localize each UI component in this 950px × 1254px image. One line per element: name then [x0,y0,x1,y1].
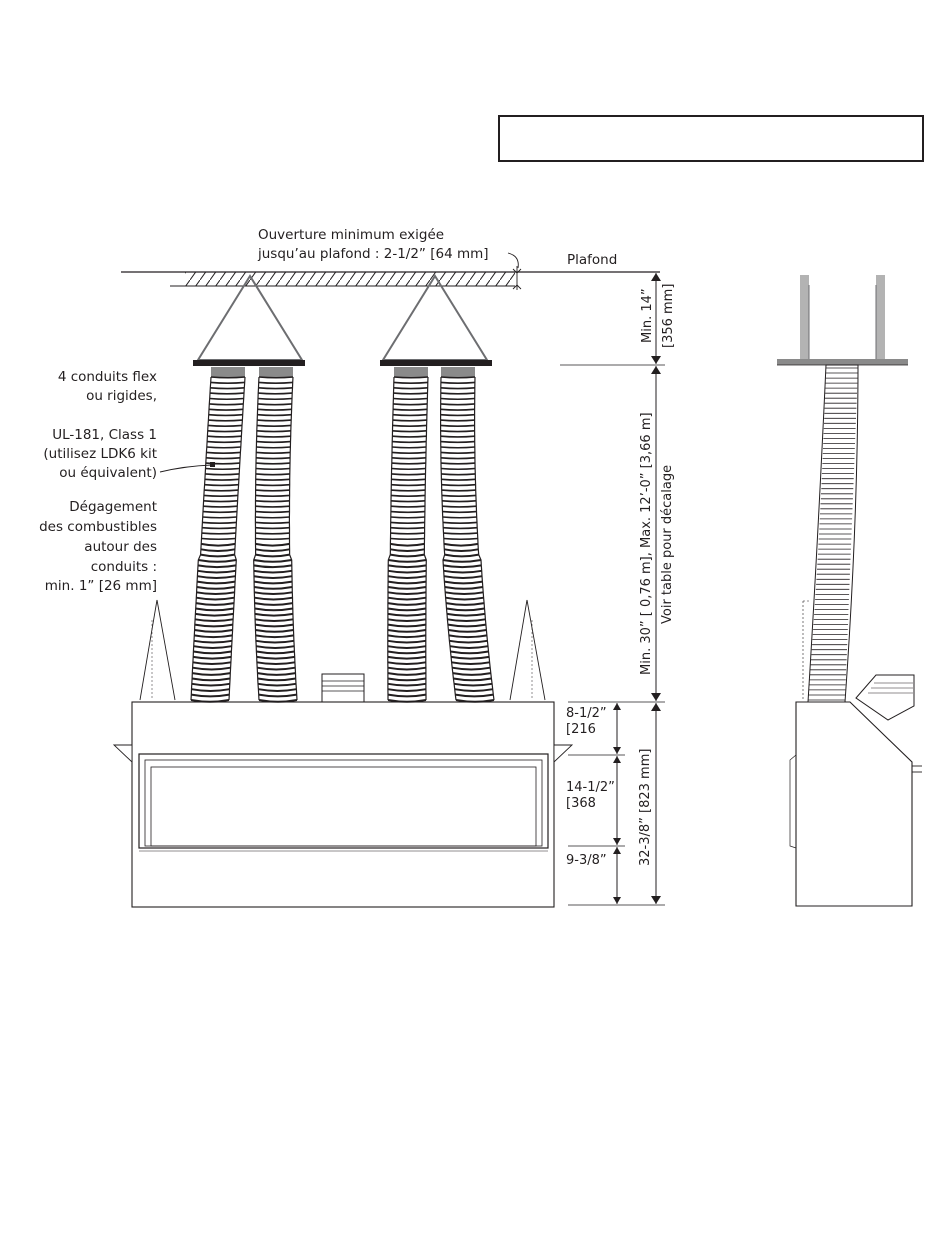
dim-duct-length-line2: Voir table pour décalage [660,465,675,624]
clearance-label-line2: des combustibles [39,519,157,535]
min-opening-label-line2: jusqu’au plafond : 2-1/2” [64 mm] [257,246,489,262]
ceiling [121,271,660,287]
fireplace-side-view [777,275,922,907]
side-cone-left [139,599,176,701]
ceiling-vent-right [380,274,492,366]
duct-leader-dot [210,462,215,467]
ceiling-label: Plafond [567,252,617,268]
header-box [498,115,924,162]
dimension-lines [560,273,665,906]
ceiling-vent-left [193,274,305,366]
ul-label-line1: UL-181, Class 1 [52,427,157,443]
ducts-label-line1: 4 conduits flex [58,369,157,385]
clearance-label-line1: Dégagement [69,499,157,515]
fireplace-front-view [112,701,574,908]
flex-duct-4 [440,367,495,703]
dim-min14-line1: Min. 14” [640,288,655,343]
dim-8-5-line1: 8-1/2” [566,706,607,721]
dim-14-5-line2: [368 [566,796,596,811]
clearance-label-line3: autour des [84,539,157,555]
min-opening-label-line1: Ouverture minimum exigée [258,227,444,243]
dim-duct-length-line1: Min. 30” [ 0,76 m], Max. 12’-0” [3,66 m] [639,412,654,675]
duct-leader-line [159,464,213,473]
flex-duct-3 [387,367,429,703]
dim-14-5-line1: 14-1/2” [566,780,615,795]
ducts-label-line2: ou rigides, [86,388,157,404]
flue-collar [321,673,365,703]
side-cone-right [509,599,546,701]
flex-duct-1 [190,367,246,703]
ul-label-line3: ou équivalent) [59,465,157,481]
flex-duct-2 [253,367,298,703]
dim-min14-line2: [356 mm] [661,284,676,348]
clearance-label-line4: conduits : [91,559,157,575]
flex-ducts-group [190,367,495,703]
min-opening-callout [507,252,522,290]
dim-8-5-line2: [216 [566,722,596,737]
dim-9-375: 9-3/8” [566,853,607,868]
ul-label-line2: (utilisez LDK6 kit [43,446,157,462]
dim-total-height: 32-3/8” [823 mm] [638,749,653,866]
clearance-label-line5: min. 1” [26 mm] [45,578,157,594]
